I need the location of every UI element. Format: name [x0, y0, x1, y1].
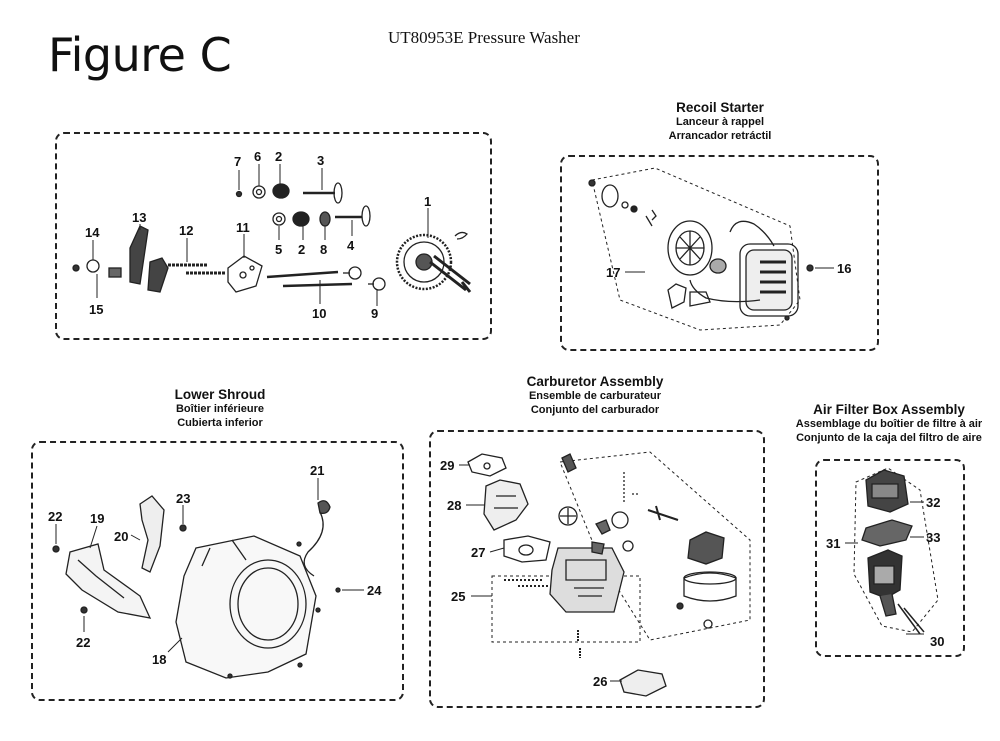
carburetor-title-en: Carburetor Assembly — [526, 374, 664, 389]
callout-9: 9 — [371, 306, 379, 321]
callout-22-upper: 22 — [48, 509, 63, 524]
callout-17: 17 — [606, 265, 621, 280]
recoil-starter-title-en: Recoil Starter — [676, 100, 764, 115]
callout-1: 1 — [424, 194, 432, 209]
lower-shroud-panel — [31, 441, 404, 701]
air-filter-title-es: Conjunto de la caja del filtro de aire — [796, 432, 982, 444]
valve-train-drawing — [235, 182, 371, 227]
lower-shroud-title-en: Lower Shroud — [174, 387, 266, 402]
figure-subtitle: UT80953E Pressure Washer — [388, 28, 580, 47]
callout-8: 8 — [320, 242, 328, 257]
engine-internals-panel — [55, 132, 492, 340]
callout-32: 32 — [926, 495, 941, 510]
carburetor-title-es: Conjunto del carburador — [530, 404, 660, 416]
recoil-starter-outline — [591, 167, 801, 331]
callout-20: 20 — [114, 529, 129, 544]
lower-shroud-title-es: Cubierta inferior — [177, 417, 263, 429]
callout-6: 6 — [254, 149, 262, 164]
callout-18: 18 — [152, 652, 167, 667]
callout-16: 16 — [837, 261, 852, 276]
callout-7: 7 — [234, 154, 242, 169]
callout-10: 10 — [312, 306, 327, 321]
carburetor-panel — [429, 430, 765, 708]
callout-11: 11 — [236, 220, 250, 235]
crankshaft-gear-drawing — [395, 231, 472, 293]
callout-24: 24 — [367, 583, 382, 598]
callout-33: 33 — [926, 530, 941, 545]
carburetor-heading: Carburetor Assembly Ensemble de carburat… — [475, 375, 715, 417]
figure-title: Figure C — [48, 28, 232, 82]
callout-2-upper: 2 — [275, 149, 283, 164]
callout-28: 28 — [447, 498, 462, 513]
rocker-arm-drawing — [72, 225, 263, 293]
callout-25: 25 — [451, 589, 466, 604]
callout-23: 23 — [176, 491, 191, 506]
air-filter-heading: Air Filter Box Assembly Assemblage du bo… — [780, 403, 998, 445]
pushrod-drawing — [266, 266, 386, 291]
callout-15: 15 — [89, 302, 104, 317]
recoil-starter-title-es: Arrancador retráctil — [668, 130, 772, 142]
callout-26: 26 — [593, 674, 608, 689]
callout-31: 31 — [826, 536, 841, 551]
air-filter-title-fr: Assemblage du boîtier de filtre à air — [795, 418, 983, 430]
lower-shroud-heading: Lower Shroud Boîtier inférieure Cubierta… — [110, 388, 330, 430]
carburetor-title-fr: Ensemble de carburateur — [528, 390, 662, 402]
lower-shroud-drawing — [52, 495, 341, 679]
callout-2-lower: 2 — [298, 242, 306, 257]
air-filter-panel — [815, 459, 965, 657]
callout-4: 4 — [347, 238, 355, 253]
callout-22-lower: 22 — [76, 635, 91, 650]
callout-19: 19 — [90, 511, 105, 526]
callout-13: 13 — [132, 210, 147, 225]
recoil-starter-heading: Recoil Starter Lanceur à rappel Arrancad… — [600, 101, 840, 143]
recoil-starter-title-fr: Lanceur à rappel — [675, 116, 765, 128]
recoil-starter-drawing — [588, 179, 814, 321]
callout-14: 14 — [85, 225, 100, 240]
callout-5: 5 — [275, 242, 283, 257]
callout-27: 27 — [471, 545, 486, 560]
callout-3: 3 — [317, 153, 325, 168]
recoil-starter-panel — [560, 155, 879, 351]
air-filter-outline — [853, 467, 939, 633]
callout-21: 21 — [310, 463, 325, 478]
callout-12: 12 — [179, 223, 194, 238]
callout-29: 29 — [440, 458, 455, 473]
carburetor-drawing — [467, 453, 737, 697]
callout-30: 30 — [930, 634, 945, 649]
air-filter-title-en: Air Filter Box Assembly — [813, 402, 965, 417]
lower-shroud-title-fr: Boîtier inférieure — [175, 403, 265, 415]
air-filter-drawing — [861, 469, 925, 635]
